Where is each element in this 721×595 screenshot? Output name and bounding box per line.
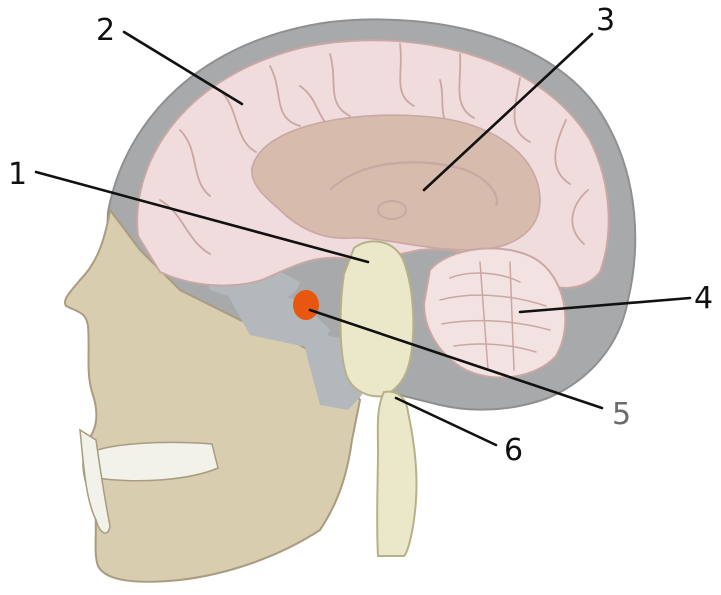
leader-line-4 bbox=[518, 296, 692, 314]
leader-line-1 bbox=[34, 170, 370, 264]
leader-line-5 bbox=[308, 308, 604, 410]
callout-label-1: 1 bbox=[8, 157, 27, 192]
thalamus bbox=[377, 200, 407, 220]
leader-lines bbox=[34, 30, 692, 447]
leader-line-2 bbox=[122, 30, 244, 106]
brainstem bbox=[339, 240, 415, 398]
leader-line-6 bbox=[394, 396, 498, 447]
spinal-cord bbox=[376, 390, 418, 557]
leader-line-3 bbox=[422, 32, 594, 192]
cortex-folds bbox=[159, 43, 589, 255]
callout-label-3: 3 bbox=[596, 3, 615, 38]
callout-label-6: 6 bbox=[504, 433, 523, 468]
pituitary-gland bbox=[293, 290, 319, 320]
callout-label-4: 4 bbox=[694, 281, 713, 316]
cerebellum-folia bbox=[439, 261, 551, 371]
callout-labels: 1 2 3 4 5 6 bbox=[8, 3, 713, 468]
callout-label-2: 2 bbox=[96, 13, 115, 48]
upper-teeth bbox=[91, 441, 219, 482]
callout-label-5: 5 bbox=[612, 397, 631, 432]
lower-teeth bbox=[79, 428, 111, 534]
